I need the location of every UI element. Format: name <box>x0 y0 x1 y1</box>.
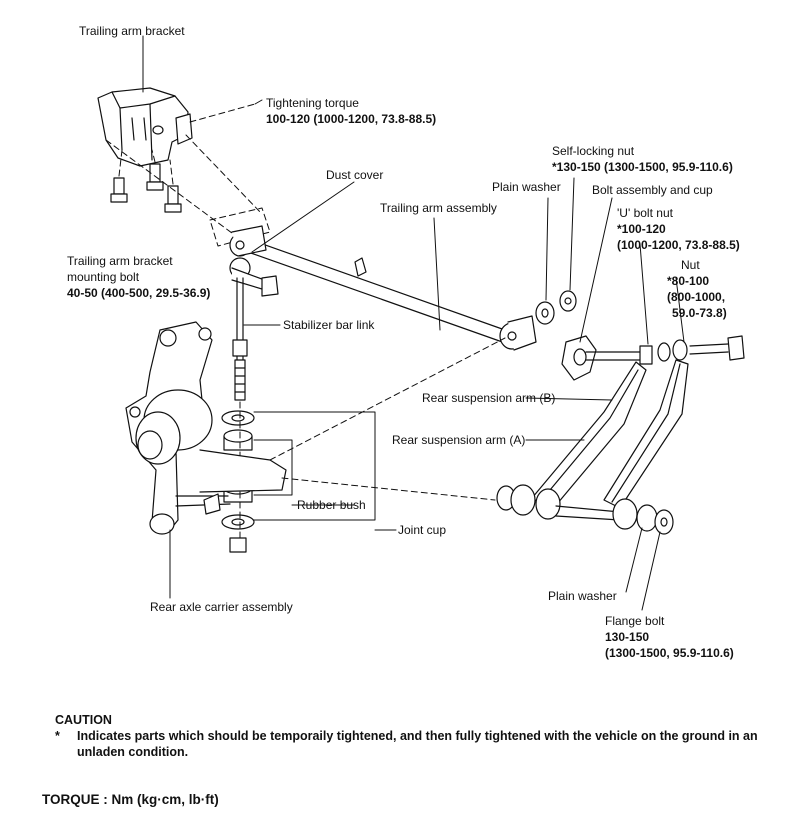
value-flange-bolt-2: (1300-1500, 95.9-110.6) <box>605 646 734 660</box>
label-rear-suspension-arm-b: Rear suspension arm (B) <box>422 391 556 405</box>
label-stabilizer-bar-link: Stabilizer bar link <box>283 318 375 332</box>
value-tightening-torque: 100-120 (1000-1200, 73.8-88.5) <box>266 112 437 126</box>
label-rear-axle-carrier: Rear axle carrier assembly <box>150 600 293 614</box>
label-joint-cup: Joint cup <box>398 523 447 537</box>
label-dust-cover: Dust cover <box>326 168 384 182</box>
bolt-assembly-and-cup <box>561 335 745 381</box>
exploded-view-diagram <box>97 35 745 611</box>
label-trailing-arm-bracket: Trailing arm bracket <box>79 24 185 38</box>
value-nut-3: 59.0-73.8) <box>672 306 727 320</box>
label-rear-suspension-arm-a: Rear suspension arm (A) <box>392 433 526 447</box>
caution-bullet: * <box>55 729 60 743</box>
value-nut-1: *80-100 <box>667 274 710 288</box>
label-bracket-bolt-2: mounting bolt <box>67 270 140 284</box>
bracket-mounting-bolts <box>110 163 182 213</box>
label-flange-bolt: Flange bolt <box>605 614 665 628</box>
caution-text: Indicates parts which should be temporai… <box>77 729 758 759</box>
stabilizer-bar-link <box>229 257 279 401</box>
trailing-arm-bracket <box>97 87 193 167</box>
label-bracket-bolt-1: Trailing arm bracket <box>67 254 173 268</box>
value-bracket-bolt: 40-50 (400-500, 29.5-36.9) <box>67 286 211 300</box>
label-bolt-assembly-and-cup: Bolt assembly and cup <box>592 183 713 197</box>
value-flange-bolt-1: 130-150 <box>605 630 650 644</box>
value-nut-2: (800-1000, <box>667 290 726 304</box>
rear-suspension-arm-b <box>603 359 689 509</box>
value-u-bolt-nut-2: (1000-1200, 73.8-88.5) <box>617 238 740 252</box>
trailing-arm-assembly <box>229 225 537 351</box>
rear-axle-carrier <box>125 321 287 535</box>
caution-heading: CAUTION <box>55 713 112 727</box>
torque-units: TORQUE : Nm (kg·cm, lb·ft) <box>42 792 219 807</box>
caution-note: CAUTION * Indicates parts which should b… <box>55 712 777 760</box>
label-plain-washer-bottom: Plain washer <box>548 589 617 603</box>
self-locking-nut <box>559 290 577 312</box>
label-tightening-torque: Tightening torque <box>266 96 359 110</box>
value-u-bolt-nut-1: *100-120 <box>617 222 666 236</box>
plain-washer-top <box>535 301 555 325</box>
label-plain-washer-top: Plain washer <box>492 180 561 194</box>
label-rubber-bush: Rubber bush <box>297 498 366 512</box>
label-u-bolt-nut: 'U' bolt nut <box>617 206 673 220</box>
label-self-locking-nut: Self-locking nut <box>552 144 635 158</box>
label-nut: Nut <box>681 258 700 272</box>
inner-bushings <box>496 484 674 535</box>
label-trailing-arm-assembly: Trailing arm assembly <box>380 201 497 215</box>
value-self-locking-nut: *130-150 (1300-1500, 95.9-110.6) <box>552 160 733 174</box>
